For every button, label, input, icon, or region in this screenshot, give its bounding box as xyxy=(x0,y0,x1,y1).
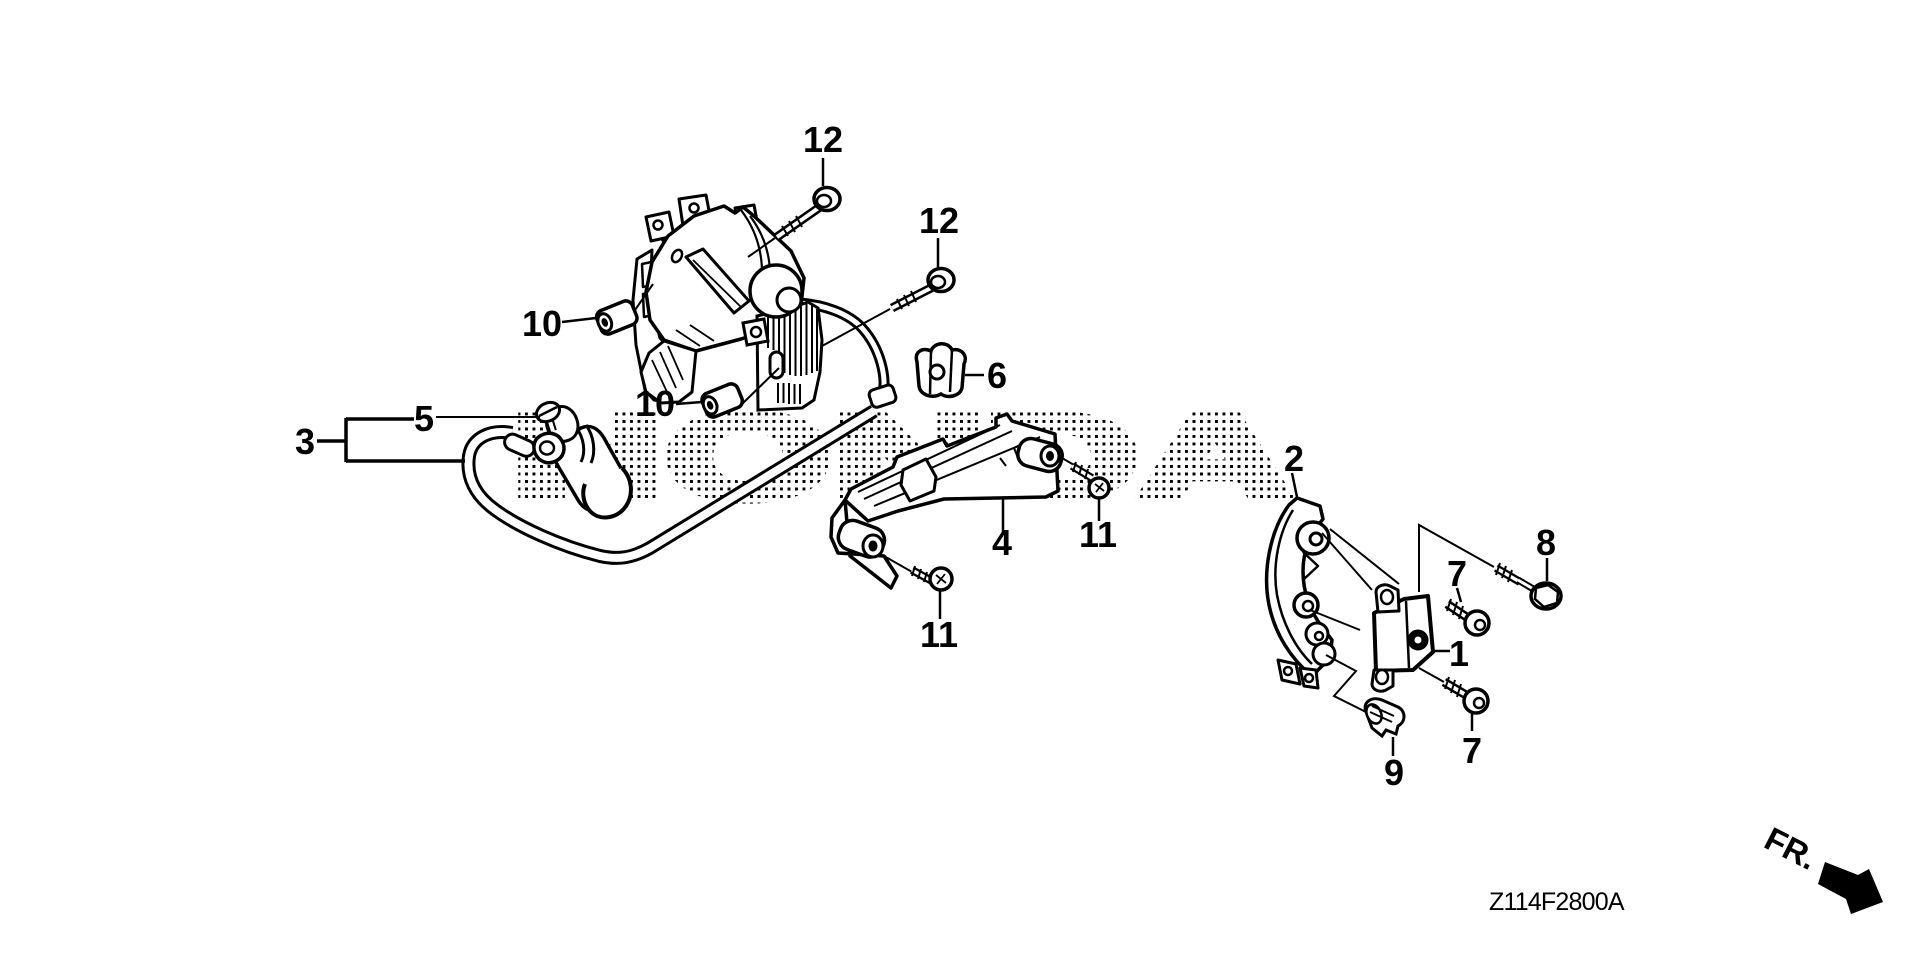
svg-text:2: 2 xyxy=(1284,438,1304,479)
svg-text:8: 8 xyxy=(1536,522,1556,563)
svg-text:10: 10 xyxy=(522,303,562,344)
svg-text:11: 11 xyxy=(920,614,958,655)
svg-text:7: 7 xyxy=(1447,553,1467,594)
svg-text:6: 6 xyxy=(987,355,1007,396)
svg-text:9: 9 xyxy=(1384,752,1404,793)
svg-text:11: 11 xyxy=(1079,514,1117,555)
svg-text:7: 7 xyxy=(1462,730,1482,771)
svg-text:10: 10 xyxy=(635,383,675,424)
svg-text:5: 5 xyxy=(414,398,434,439)
svg-text:12: 12 xyxy=(803,119,843,160)
svg-text:1: 1 xyxy=(1449,633,1469,674)
svg-text:3: 3 xyxy=(295,421,315,462)
svg-text:12: 12 xyxy=(919,200,959,241)
svg-text:Z114F2800A: Z114F2800A xyxy=(1489,888,1625,916)
svg-text:4: 4 xyxy=(992,522,1012,563)
